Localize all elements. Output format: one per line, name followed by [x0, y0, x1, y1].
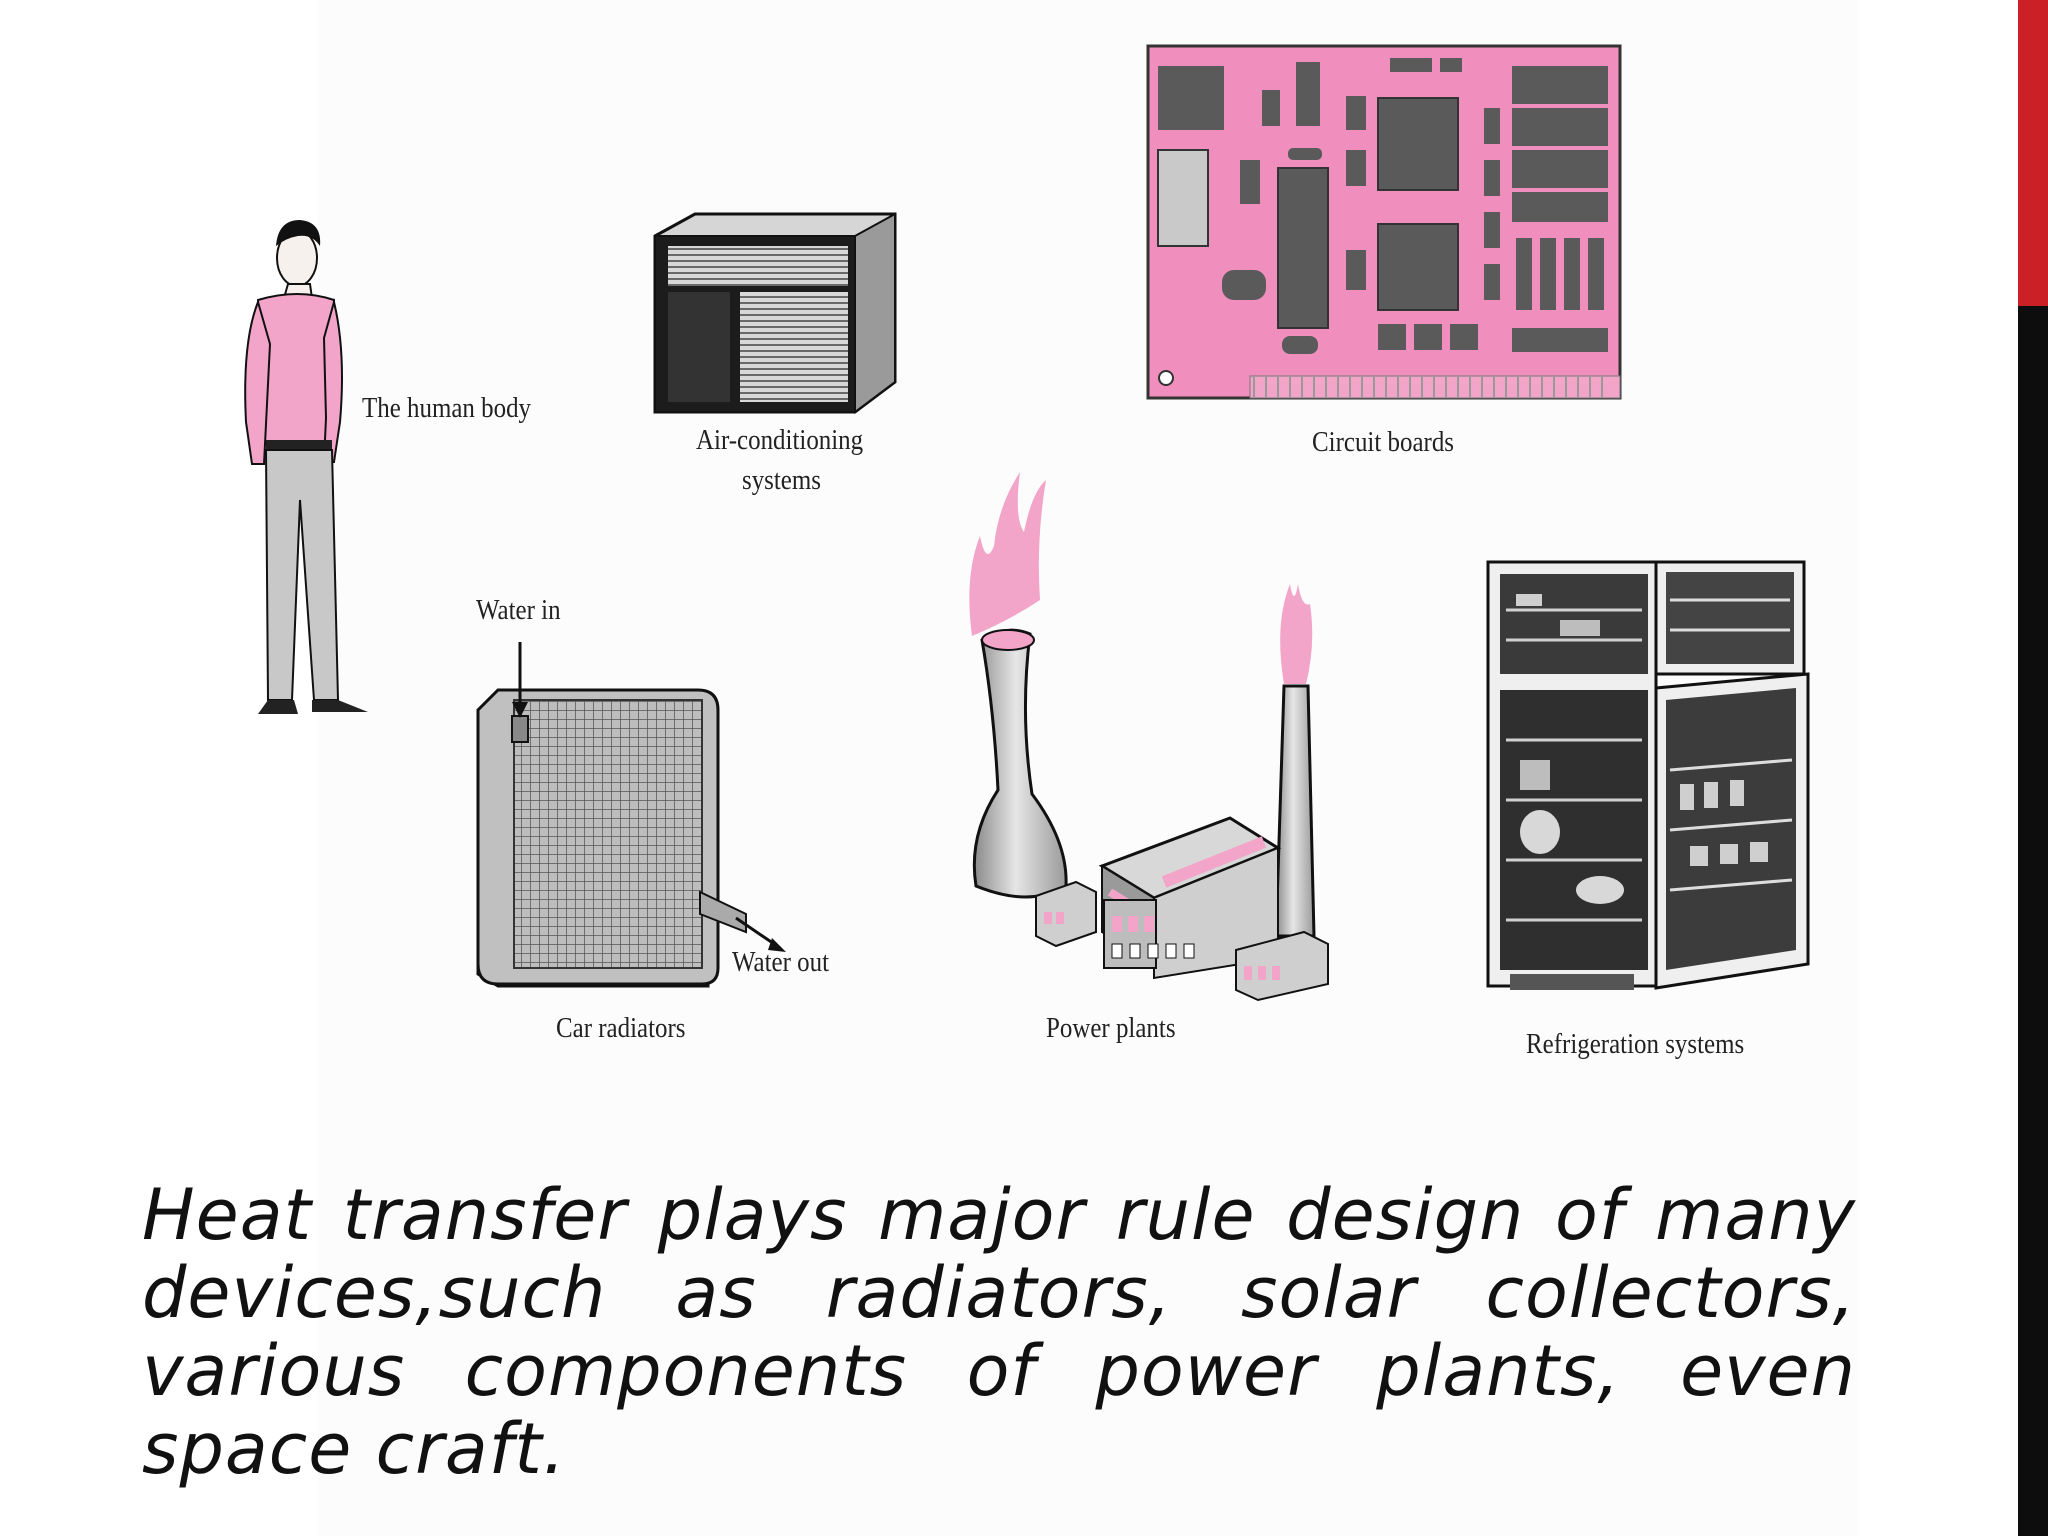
circuit-board-illustration	[1146, 44, 1622, 400]
slide-accent-bar-red	[2018, 0, 2048, 306]
air-conditioning-label-line2: systems	[742, 464, 821, 496]
slide-caption: Heat transfer plays major rule design of…	[142, 1174, 1856, 1490]
circuit-boards-label: Circuit boards	[1312, 426, 1454, 458]
car-radiators-label: Car radiators	[556, 1012, 686, 1044]
air-conditioner-illustration	[653, 212, 897, 414]
water-in-label: Water in	[476, 594, 561, 626]
air-conditioning-label-line1: Air-conditioning	[696, 424, 864, 456]
human-body-label: The human body	[362, 392, 532, 424]
refrigerator-illustration	[1486, 560, 1810, 990]
human-body-illustration	[244, 220, 368, 714]
refrigeration-systems-label: Refrigeration systems	[1526, 1028, 1745, 1060]
power-plants-label: Power plants	[1046, 1012, 1176, 1044]
water-out-label: Water out	[732, 946, 830, 978]
power-plant-illustration	[969, 472, 1329, 1002]
water-in-arrow	[512, 642, 528, 718]
car-radiator-illustration	[476, 688, 747, 988]
water-out-arrow	[735, 916, 786, 952]
slide-accent-bar-black	[2018, 306, 2048, 1536]
